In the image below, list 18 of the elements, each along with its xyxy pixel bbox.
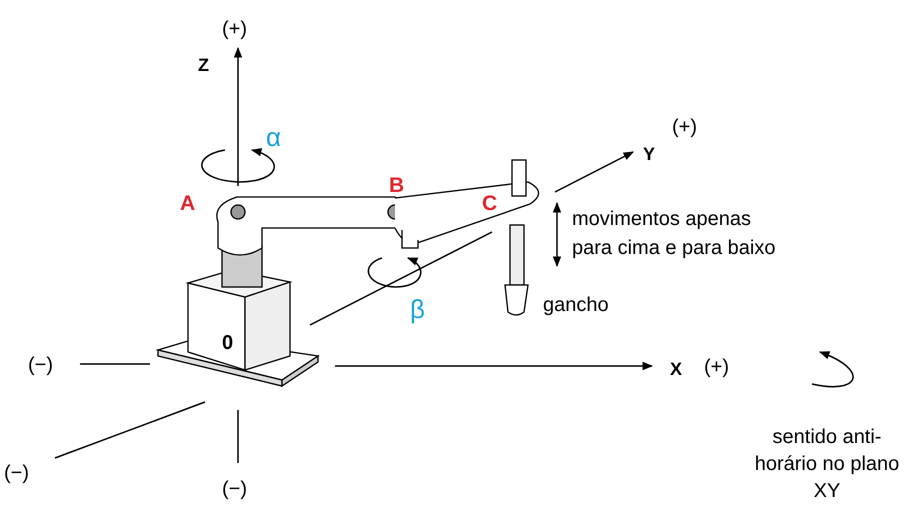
movement-note: movimentos apenas para cima e para baixo [572, 207, 776, 261]
sign-label: (−) [28, 353, 53, 378]
part-label: gancho [543, 293, 609, 318]
sign-label: (+) [672, 115, 697, 140]
sign-label: (+) [222, 17, 247, 42]
rotation-note: sentido anti-horário no plano XY [754, 425, 900, 504]
sign-label: (+) [704, 355, 729, 380]
axis-label: Z [198, 54, 209, 77]
axis-label: Y [643, 143, 656, 166]
sign-label: (−) [222, 477, 247, 502]
joint-label: C [482, 191, 498, 217]
angle-label: α [266, 121, 282, 154]
axis-label: X [670, 358, 682, 381]
sign-label: (−) [4, 461, 29, 486]
origin-label: 0 [222, 331, 234, 356]
joint-label: B [389, 173, 404, 199]
joint-label: A [180, 191, 196, 217]
angle-label: β [410, 293, 425, 326]
